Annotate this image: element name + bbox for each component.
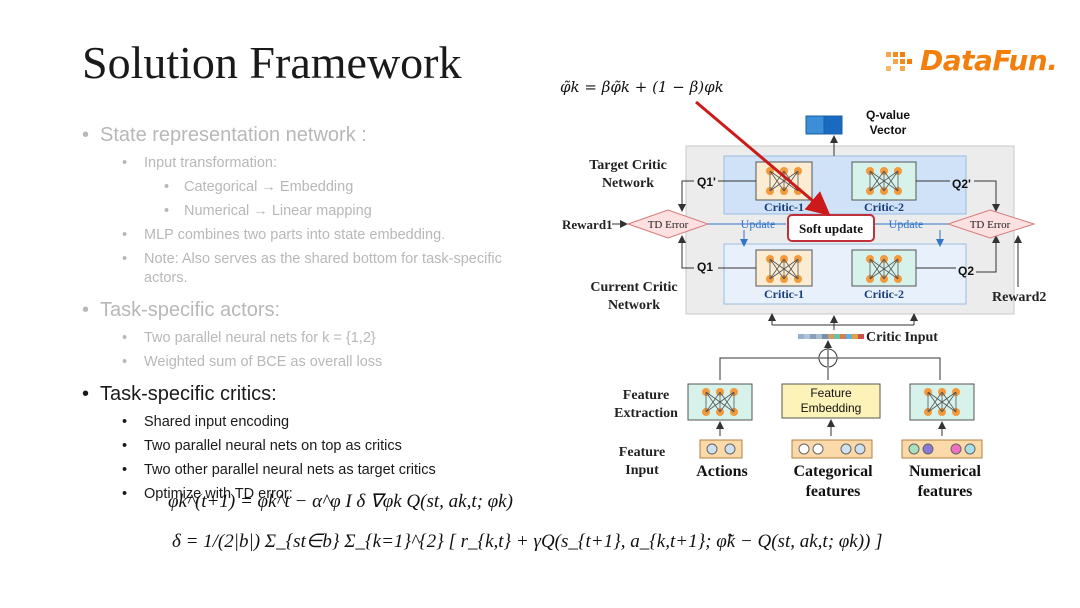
bullet-mlp: MLP combines two parts into state embedd…	[82, 226, 502, 245]
feature-extraction-label-2: Extraction	[614, 406, 678, 421]
bullet-categorical: Categorical → Embedding	[82, 178, 502, 197]
bullet-critics: Task-specific critics:	[82, 381, 502, 407]
q-value-label-2: Vector	[870, 123, 907, 137]
current-critic-label-2: Network	[608, 298, 660, 313]
critic-input-label: Critic Input	[866, 330, 938, 345]
bullet-numerical: Numerical → Linear mapping	[82, 202, 502, 221]
feature-embedding-label-1: Feature	[810, 386, 852, 400]
q2-prime-label: Q2'	[952, 177, 971, 191]
actions-input	[699, 439, 743, 459]
current-critic-1-label: Critic-1	[764, 287, 804, 301]
soft-update-box	[787, 214, 875, 242]
update-left-label: Update	[741, 217, 776, 231]
td-error-left-label: TD Error	[648, 219, 689, 231]
feature-embedding-box	[781, 383, 881, 419]
feature-input-label-2: Input	[625, 463, 659, 478]
soft-update-label: Soft update	[799, 221, 863, 236]
q-value-label-1: Q-value	[866, 108, 910, 122]
numerical-input	[901, 439, 983, 459]
target-critic-label-2: Network	[602, 176, 654, 191]
numerical-label-1: Numerical	[909, 463, 982, 480]
bullet-actors-2: Weighted sum of BCE as overall loss	[82, 353, 502, 372]
update-right-label: Update	[889, 217, 924, 231]
q-value-cell-1	[805, 115, 825, 135]
formula-pointer-arrow	[695, 100, 831, 216]
feature-input-label-1: Feature	[619, 445, 665, 460]
target-critic-2-label: Critic-2	[864, 200, 904, 214]
critic-input-strip	[798, 334, 864, 339]
logo-text: DataFun.	[920, 44, 1058, 77]
bullet-state-representation: State representation network :	[82, 122, 502, 148]
reward2-label: Reward2	[992, 290, 1046, 305]
bullet-note: Note: Also serves as the shared bottom f…	[82, 250, 502, 288]
categorical-input	[791, 439, 873, 459]
target-critic-1-label: Critic-1	[764, 200, 804, 214]
feature-embedding-label-2: Embedding	[801, 401, 862, 415]
bullet-actors-1: Two parallel neural nets for k = {1,2}	[82, 329, 502, 348]
td-error-right-label: TD Error	[970, 219, 1011, 231]
q2-label: Q2	[958, 264, 974, 278]
q1-label: Q1	[697, 260, 713, 274]
bullet-input-transformation: Input transformation:	[82, 154, 502, 173]
reward1-label: Reward1	[562, 217, 613, 232]
update-rule-equation: φk^(t+1) = φk^t − α^φ I δ ∇φk Q(st, ak,t…	[168, 491, 513, 512]
target-critic-label-1: Target Critic	[589, 158, 667, 173]
bullet-critics-1: Shared input encoding	[82, 413, 502, 432]
bullet-critics-3: Two other parallel neural nets as target…	[82, 461, 502, 480]
bullet-critics-4: Optimize with TD error:	[82, 485, 502, 504]
actions-label: Actions	[696, 463, 748, 480]
numerical-label-2: features	[918, 483, 973, 500]
datafun-logo: DataFun.	[880, 44, 1058, 77]
categorical-label-1: Categorical	[793, 463, 873, 480]
q1-prime-label: Q1'	[697, 175, 716, 189]
bullet-list: State representation network : Input tra…	[82, 122, 502, 509]
td-delta-equation: δ = 1/(2|b|) Σ_{st∈b} Σ_{k=1}^{2} [ r_{k…	[172, 531, 883, 552]
td-error-right	[946, 209, 1036, 239]
bullet-actors: Task-specific actors:	[82, 297, 502, 323]
q-value-cell-2	[823, 115, 843, 135]
logo-mark-icon	[880, 48, 920, 74]
feature-extraction-label-1: Feature	[623, 388, 669, 403]
soft-update-formula: φ̃k = βφ̃k + (1 − β)φk	[560, 78, 724, 96]
categorical-label-2: features	[806, 483, 861, 500]
current-critic-2-label: Critic-2	[864, 287, 904, 301]
slide-title: Solution Framework	[82, 37, 462, 88]
bullet-critics-2: Two parallel neural nets on top as criti…	[82, 437, 502, 456]
current-critic-label-1: Current Critic	[590, 280, 677, 295]
